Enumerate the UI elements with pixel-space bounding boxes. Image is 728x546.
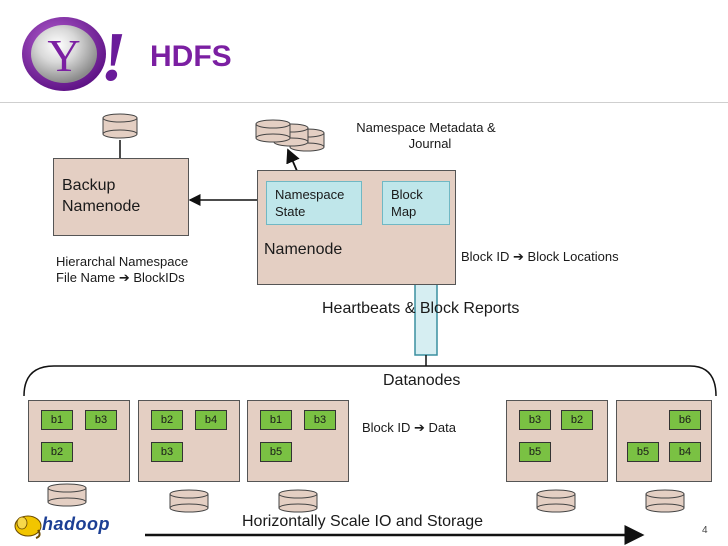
- block-map-line2: Map: [391, 204, 417, 219]
- block-chip: b5: [519, 442, 551, 462]
- block-chip: b5: [260, 442, 292, 462]
- metadata-line1: Namespace Metadata &: [356, 120, 496, 135]
- datanodes-label: Datanodes: [383, 372, 461, 389]
- block-chip: b2: [151, 410, 183, 430]
- block-locations-label: Block ID ➔ Block Locations: [461, 249, 619, 264]
- block-chip: b2: [41, 442, 73, 462]
- datanode-4: b3 b2 b5: [506, 400, 608, 482]
- block-chip: b2: [561, 410, 593, 430]
- namenode-box: Namespace State Block Map Namenode: [257, 170, 456, 285]
- hadoop-logo: hadoop: [12, 510, 112, 540]
- namenode-label: Namenode: [264, 241, 343, 258]
- block-chip: b3: [151, 442, 183, 462]
- page-number: 4: [702, 525, 708, 536]
- page-title: HDFS: [150, 40, 232, 73]
- block-chip: b3: [519, 410, 551, 430]
- block-chip: b1: [260, 410, 292, 430]
- hierarchal-namespace-label: Hierarchal Namespace File Name ➔ BlockID…: [56, 254, 188, 286]
- metadata-line2: Journal: [408, 136, 452, 151]
- hierarchal-line2: File Name ➔ BlockIDs: [56, 270, 185, 285]
- datanode-1: b1 b3 b2: [28, 400, 130, 482]
- metadata-label: Namespace Metadata & Journal: [351, 120, 501, 152]
- datanode-2: b2 b4 b3: [138, 400, 240, 482]
- block-chip: b4: [669, 442, 701, 462]
- hadoop-logo-text: hadoop: [42, 514, 110, 534]
- block-chip: b1: [41, 410, 73, 430]
- datanode-cylinders: [47, 483, 685, 513]
- namespace-state-line1: Namespace: [275, 187, 345, 202]
- block-data-label: Block ID ➔ Data: [362, 420, 456, 435]
- svg-text:Y: Y: [47, 30, 80, 81]
- backup-namenode-label-2: Namenode: [62, 198, 141, 215]
- block-chip: b6: [669, 410, 701, 430]
- block-chip: b4: [195, 410, 227, 430]
- heartbeats-label: Heartbeats & Block Reports: [322, 300, 520, 317]
- hierarchal-line1: Hierarchal Namespace: [56, 254, 189, 269]
- datanode-5: b6 b5 b4: [616, 400, 712, 482]
- yahoo-logo: Y !: [20, 14, 140, 96]
- yahoo-logo-icon: Y !: [22, 17, 131, 96]
- namespace-state-line2: State: [275, 204, 306, 219]
- block-chip: b3: [304, 410, 336, 430]
- datanode-3: b1 b3 b5: [247, 400, 349, 482]
- datanodes-brace: [23, 365, 717, 397]
- scale-label: Horizontally Scale IO and Storage: [242, 513, 484, 530]
- backup-namenode-box: Backup Namenode: [53, 158, 189, 236]
- namespace-state-box: Namespace State: [266, 181, 362, 225]
- block-map-box: Block Map: [382, 181, 450, 225]
- hadoop-elephant-icon: [14, 515, 42, 539]
- header-divider: [0, 102, 728, 103]
- block-chip: b3: [85, 410, 117, 430]
- backup-namenode-label-1: Backup: [62, 177, 116, 194]
- block-map-line1: Block: [391, 187, 423, 202]
- backup-storage-cylinder-icon: [102, 113, 138, 139]
- block-chip: b5: [627, 442, 659, 462]
- journal-cylinders-icon: [255, 119, 325, 152]
